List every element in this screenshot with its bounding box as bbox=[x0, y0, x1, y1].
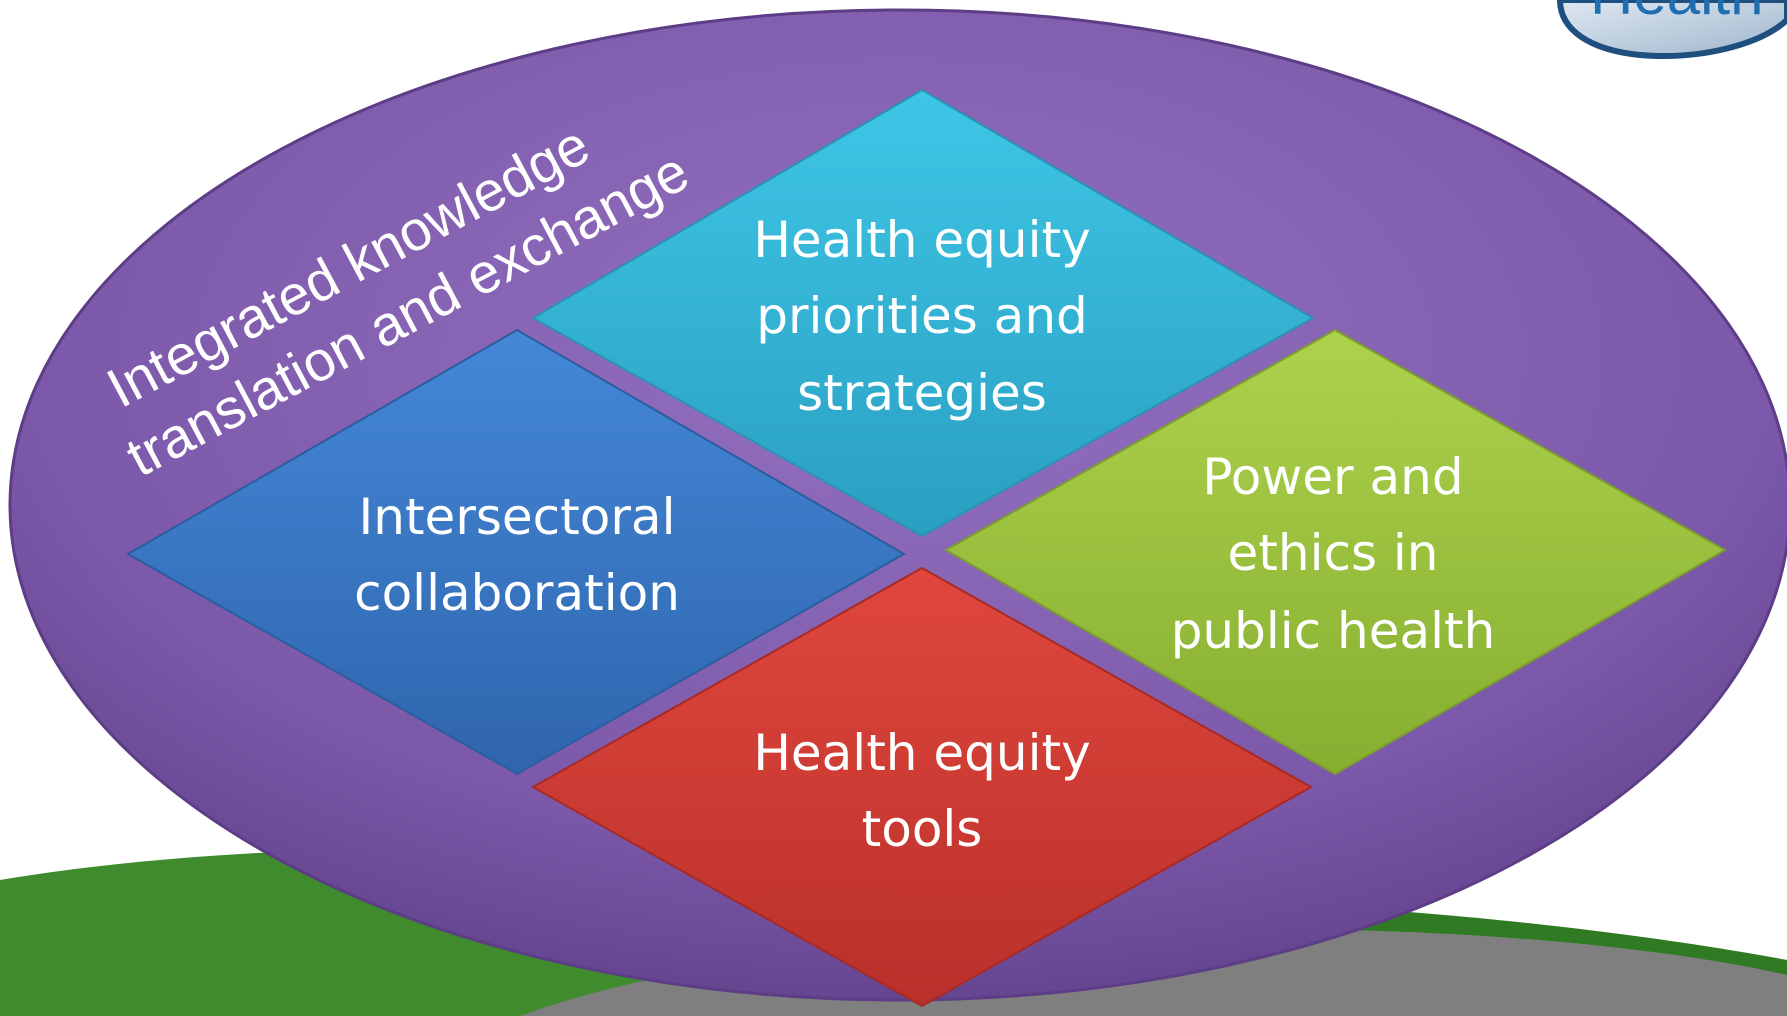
label-intersectoral-collaboration: Intersectoral collaboration bbox=[354, 488, 680, 622]
diamond-left-line-1: Intersectoral bbox=[359, 488, 676, 546]
label-health-equity-priorities: Health equity priorities and strategies bbox=[753, 211, 1090, 422]
label-health-equity-tools: Health equity tools bbox=[753, 724, 1090, 858]
diamond-top-line-3: strategies bbox=[797, 364, 1047, 422]
diamond-health-equity-tools bbox=[530, 566, 1314, 1008]
diamond-top-line-2: priorities and bbox=[756, 287, 1088, 345]
diamond-power-and-ethics bbox=[943, 328, 1728, 776]
diamond-left-line-2: collaboration bbox=[354, 564, 680, 622]
logo-swoosh-icon bbox=[1556, 0, 1787, 59]
diamond-bottom-line-1: Health equity bbox=[753, 724, 1090, 782]
label-power-and-ethics: Power and ethics in public health bbox=[1171, 448, 1496, 660]
diamond-bottom-line-2: tools bbox=[862, 800, 983, 858]
diamond-right-line-2: ethics in bbox=[1228, 524, 1439, 582]
diamond-right-line-1: Power and bbox=[1202, 448, 1463, 506]
diamond-right-line-3: public health bbox=[1171, 602, 1496, 660]
logo: Health bbox=[1556, 0, 1787, 59]
logo-text: Health bbox=[1590, 0, 1763, 27]
diamond-top-line-1: Health equity bbox=[753, 211, 1090, 269]
diamond-intersectoral-collaboration bbox=[125, 328, 907, 776]
diamond-health-equity-priorities bbox=[530, 88, 1316, 538]
ground-green-band bbox=[1300, 905, 1787, 975]
